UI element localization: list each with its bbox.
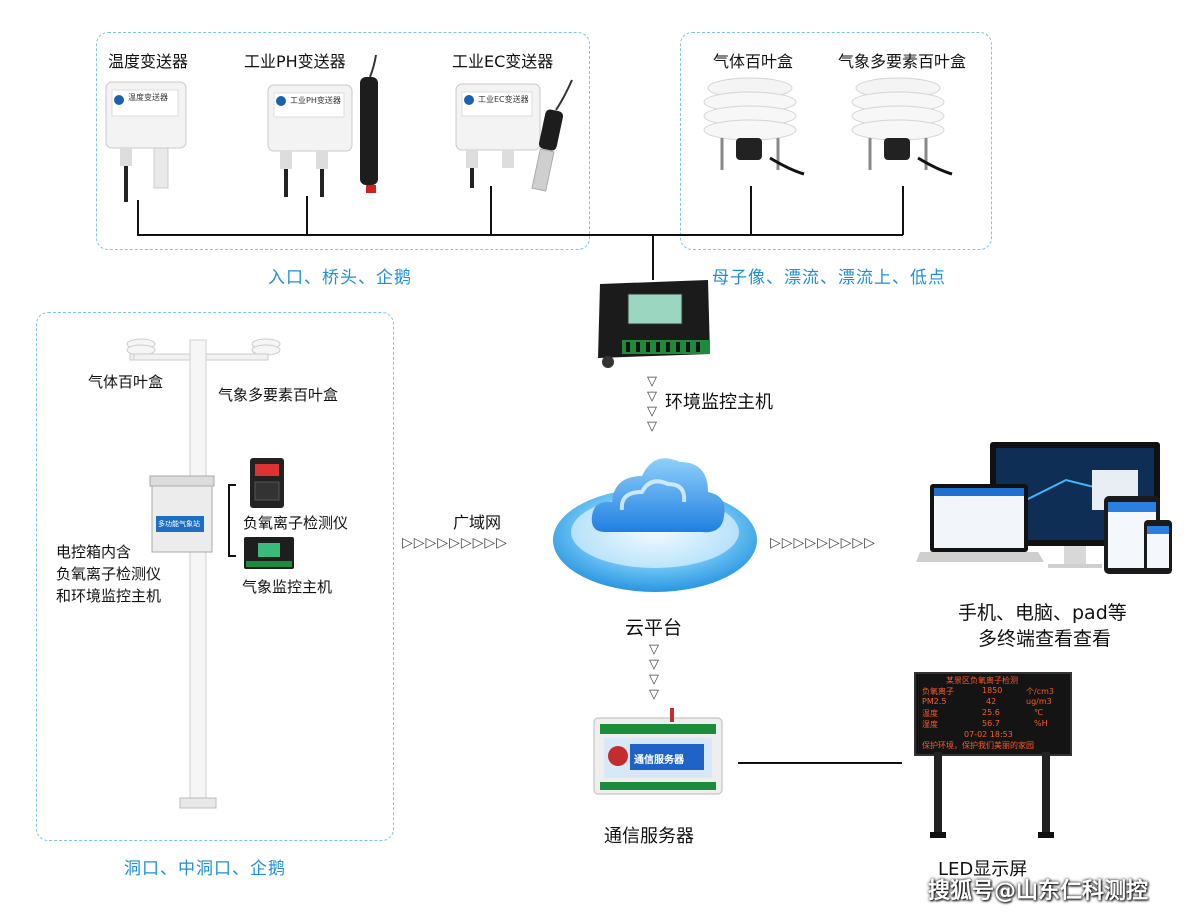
temperature-device-nameplate: 温度变送器 bbox=[128, 93, 168, 102]
terminal-arrows: ▷▷▷▷▷▷▷▷▷ bbox=[770, 535, 876, 551]
temperature-transmitter-label: 温度变送器 bbox=[108, 52, 189, 71]
sensor-group-location-caption: 入口、桥头、企鹅 bbox=[268, 268, 412, 288]
led-row-3-key: 温度 bbox=[922, 709, 938, 718]
terminals-line-2: 多终端查看查看 bbox=[978, 628, 1112, 650]
led-row-3: 温度 25.6 ℃ bbox=[922, 708, 1066, 719]
weather-monitoring-host-label: 气象监控主机 bbox=[242, 578, 333, 596]
louver-group-location-caption: 母子像、漂流、漂流上、低点 bbox=[712, 268, 946, 288]
led-row-2-key: PM2.5 bbox=[922, 697, 947, 706]
led-row-4-value: 56.7 bbox=[982, 719, 1000, 728]
bus-drop-gas bbox=[750, 186, 752, 235]
cabinet-desc-line-1: 电控箱内含 bbox=[56, 543, 132, 561]
cloud-platform-label: 云平台 bbox=[625, 617, 683, 639]
cabinet-bracket-vertical bbox=[228, 484, 230, 556]
negative-ion-meter-device bbox=[250, 458, 284, 508]
led-row-4: 湿度 56.7 %H bbox=[922, 719, 1066, 730]
ph-transmitter-device: 工业PH变送器 bbox=[264, 54, 404, 235]
negative-ion-meter-label: 负氧离子检测仪 bbox=[243, 514, 349, 532]
sensor-bus-line bbox=[137, 234, 903, 236]
bus-to-host-line bbox=[652, 234, 654, 280]
communication-server-label: 通信服务器 bbox=[604, 826, 694, 847]
bus-drop-ph bbox=[306, 196, 308, 235]
wan-label: 广域网 bbox=[453, 513, 502, 532]
ph-device-nameplate: 工业PH变送器 bbox=[290, 96, 341, 105]
host-down-arrows-1: ▽▽▽▽ bbox=[647, 374, 657, 434]
led-title: 某景区负氧离子检测 bbox=[946, 676, 1018, 685]
weather-monitoring-host-device bbox=[244, 537, 294, 569]
led-row-1-unit: 个/cm3 bbox=[1026, 687, 1054, 696]
led-stand bbox=[924, 752, 1060, 842]
cabinet-desc-line-2: 负氧离子检测仪 bbox=[56, 565, 162, 583]
louver-group-frame bbox=[680, 32, 992, 250]
gas-louver-label: 气体百叶盒 bbox=[713, 52, 794, 71]
led-row-4-unit: %H bbox=[1034, 719, 1048, 728]
cabinet-nameplate: 多功能气象站 bbox=[158, 520, 200, 528]
ph-transmitter-label: 工业PH变送器 bbox=[244, 52, 346, 71]
led-row-1-value: 1850 bbox=[982, 686, 1003, 695]
terminals-line-1: 手机、电脑、pad等 bbox=[958, 602, 1127, 624]
cloud-platform-icon bbox=[550, 440, 760, 600]
bus-drop-ec bbox=[490, 186, 492, 235]
cabinet-bracket-top bbox=[228, 484, 236, 486]
led-row-1: 负氧离子 1850 个/cm3 bbox=[922, 686, 1066, 697]
gas-louver-device bbox=[700, 77, 810, 188]
weather-pole bbox=[120, 320, 281, 820]
led-row-3-unit: ℃ bbox=[1034, 708, 1043, 717]
bus-drop-temp bbox=[137, 200, 139, 235]
led-row-2-value: 42 bbox=[986, 697, 997, 706]
led-row-3-value: 25.6 bbox=[982, 708, 1000, 717]
sensor-group-frame bbox=[96, 32, 590, 250]
server-device-nameplate: 通信服务器 bbox=[634, 755, 684, 766]
led-display-label: LED显示屏 bbox=[938, 859, 1028, 880]
led-row-2: PM2.5 42 ug/m3 bbox=[922, 697, 1066, 706]
cloud-down-arrows: ▽▽▽▽ bbox=[649, 642, 659, 702]
control-cabinet: 多功能气象站 bbox=[149, 475, 215, 554]
cabinet-desc-line-3: 和环境监控主机 bbox=[56, 587, 162, 605]
ec-device-nameplate: 工业EC变送器 bbox=[478, 95, 529, 104]
led-row-2-unit: ug/m3 bbox=[1026, 697, 1052, 706]
led-time: 07-02 18:53 bbox=[964, 730, 1013, 739]
pole-group-location-caption: 洞口、中洞口、企鹅 bbox=[124, 859, 286, 879]
wan-arrows: ▷▷▷▷▷▷▷▷▷ bbox=[402, 535, 508, 551]
environment-monitoring-host-label: 环境监控主机 bbox=[665, 392, 773, 413]
temperature-transmitter-device: 温度变送器 bbox=[102, 78, 190, 233]
led-row-1-key: 负氧离子 bbox=[922, 687, 954, 696]
led-footer: 保护环境，保护我们美丽的家园 bbox=[922, 741, 1034, 750]
multi-weather-louver-device bbox=[848, 77, 958, 188]
bus-drop-weather bbox=[902, 186, 904, 235]
ec-transmitter-device: 工业EC变送器 bbox=[452, 79, 582, 240]
multi-weather-louver-label: 气象多要素百叶盒 bbox=[838, 52, 967, 71]
cabinet-bracket-bottom bbox=[228, 555, 236, 557]
led-row-4-key: 湿度 bbox=[922, 720, 938, 729]
watermark: 搜狐号@山东仁科测控 bbox=[928, 879, 1149, 904]
ec-transmitter-label: 工业EC变送器 bbox=[452, 52, 554, 71]
led-display-board: 某景区负氧离子检测 负氧离子 1850 个/cm3 PM2.5 42 ug/m3… bbox=[914, 672, 1072, 756]
communication-server-device: 通信服务器 bbox=[593, 708, 723, 800]
multi-terminal-devices bbox=[916, 440, 1180, 580]
pole-weather-louver-label: 气象多要素百叶盒 bbox=[218, 386, 339, 404]
environment-monitoring-host-device bbox=[594, 280, 714, 370]
pole-gas-louver-label: 气体百叶盒 bbox=[88, 373, 164, 391]
server-to-led-line bbox=[738, 762, 902, 764]
pole-group-frame bbox=[36, 312, 394, 841]
